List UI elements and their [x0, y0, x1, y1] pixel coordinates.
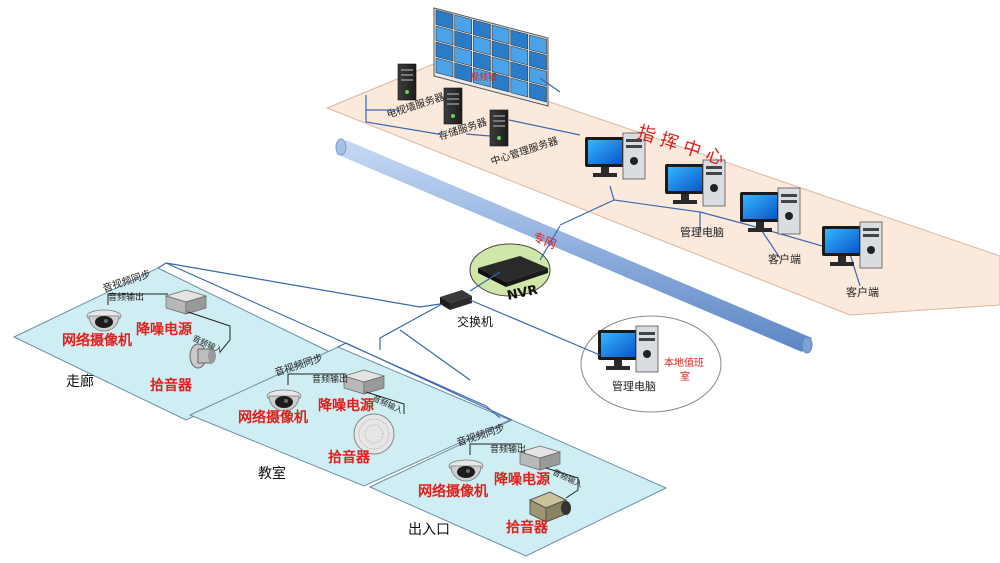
corridor-pickup-icon — [189, 343, 216, 369]
tv-wall-server-icon — [397, 63, 417, 101]
video-wall-screen — [473, 51, 491, 72]
video-wall-screen — [491, 24, 510, 45]
video-wall-screen — [491, 72, 510, 93]
video-wall-screen — [529, 34, 547, 55]
classroom-name: 教室 — [258, 465, 286, 482]
duty-room: 管理电脑 本地值班 室 — [580, 315, 722, 413]
corridor-power-label: 降噪电源 — [136, 321, 192, 338]
nvr-label: NVR — [506, 283, 539, 304]
entrance-power-label: 降噪电源 — [494, 471, 550, 488]
video-wall-screen — [435, 41, 454, 62]
management-pc-label: 管理电脑 — [680, 225, 724, 239]
entrance-name: 出入口 — [408, 522, 450, 538]
switch-node: 交换机 — [440, 290, 493, 329]
video-wall-screen — [529, 82, 547, 103]
video-wall-screen — [454, 62, 473, 83]
video-wall: 视频墙 — [433, 7, 549, 107]
video-wall-label: 视频墙 — [470, 71, 497, 83]
video-wall-screen — [510, 45, 529, 66]
duty-room-label-line1: 本地值班 — [664, 356, 704, 369]
classroom-pickup-icon — [353, 413, 395, 455]
video-wall-screen — [473, 19, 491, 40]
corridor-camera-label: 网络摄像机 — [62, 332, 132, 349]
storage-server-icon — [443, 87, 463, 125]
classroom-power-label: 降噪电源 — [318, 397, 374, 414]
video-wall-screen — [529, 50, 547, 71]
network-links — [165, 225, 601, 381]
video-wall-screen — [435, 9, 454, 30]
entrance-camera-label: 网络摄像机 — [418, 483, 488, 500]
entrance-audio-out: 音频输出 — [490, 443, 526, 455]
video-wall-screen — [491, 40, 510, 61]
video-wall-screen — [510, 77, 529, 98]
classroom-audio-out: 音频输出 — [312, 373, 348, 385]
video-wall-screen — [491, 56, 510, 77]
video-wall-screen — [454, 46, 473, 67]
video-wall-screen — [435, 57, 454, 78]
video-wall-screen — [529, 66, 547, 87]
command-center-area: 视频墙 电视墙服务器 存储服务器 中心管理服务器 管理电脑 客户端 客户端 指挥 — [325, 7, 1000, 316]
duty-room-label-line2: 室 — [680, 370, 690, 383]
video-wall-screen — [510, 29, 529, 50]
client-pc-1-label: 客户端 — [768, 252, 801, 266]
classroom-pickup-label: 拾音器 — [328, 449, 371, 466]
entrance-pickup-label: 拾音器 — [506, 519, 549, 536]
video-wall-screen — [454, 14, 473, 35]
duty-room-pc-label: 管理电脑 — [612, 379, 656, 393]
zone-classroom: 音频输出 音频输入 音视频同步 网络摄像机 降噪电源 拾音器 教室 — [188, 346, 512, 487]
zone-entrance: 音频输出 音频输入 音视频同步 网络摄像机 降噪电源 拾音器 出入口 — [368, 419, 668, 557]
zone-uplinks — [157, 262, 513, 421]
management-server-icon — [489, 109, 509, 147]
video-wall-screen — [454, 30, 473, 51]
nvr-node: NVR — [469, 243, 551, 304]
corridor-pickup-label: 拾音器 — [150, 377, 193, 394]
classroom-camera-label: 网络摄像机 — [238, 409, 308, 426]
video-wall-screen — [435, 25, 454, 46]
corridor-audio-out: 音频输出 — [108, 291, 144, 303]
video-wall-screen — [510, 61, 529, 82]
switch-label: 交换机 — [457, 314, 493, 329]
corridor-name: 走廊 — [66, 373, 94, 390]
video-wall-screen — [473, 35, 491, 56]
client-pc-2-label: 客户端 — [846, 285, 879, 299]
video-wall-screen — [473, 67, 491, 88]
entrance-pickup-icon — [528, 491, 571, 523]
